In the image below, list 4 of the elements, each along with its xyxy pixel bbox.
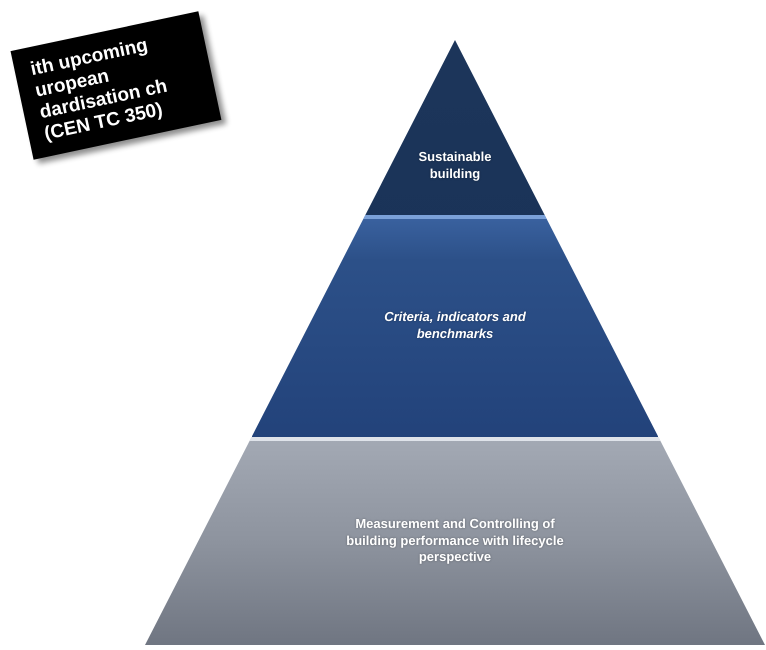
level-label: Criteria, indicators and benchmarks (383, 309, 527, 343)
level-label: Measurement and Controlling of building performance with lifecycle perspective (345, 516, 565, 566)
note-text: ith upcoming uropean dardisation ch (CEN TC 350) (28, 34, 170, 146)
level-label: Sustainable building (418, 149, 492, 183)
